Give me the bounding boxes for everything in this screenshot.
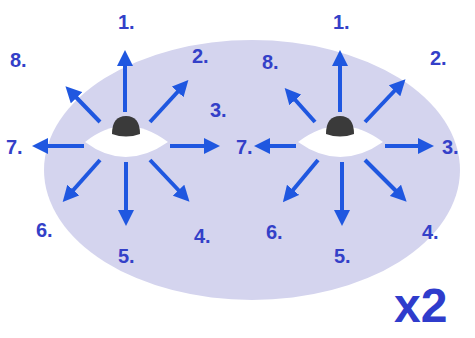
callout-number: 7. xyxy=(6,137,23,157)
callout-number: 8. xyxy=(10,50,27,70)
callout-number: 1. xyxy=(333,12,350,32)
callout-number: 1. xyxy=(118,12,135,32)
callout-number: 6. xyxy=(36,220,53,240)
face-outline xyxy=(44,40,460,300)
multiplier-label: x2 xyxy=(394,282,447,330)
callout-number: 6. xyxy=(266,222,283,242)
callout-number: 2. xyxy=(430,48,447,68)
callout-number: 8. xyxy=(262,52,279,72)
callout-number: 5. xyxy=(334,246,351,266)
callout-number: 3. xyxy=(210,100,227,120)
callout-number: 7. xyxy=(236,137,253,157)
direction-arrows xyxy=(40,58,426,218)
right-pupil xyxy=(326,116,354,137)
callout-number: 4. xyxy=(194,226,211,246)
callout-number: 3. xyxy=(442,137,459,157)
left-pupil xyxy=(112,116,140,137)
callout-number: 4. xyxy=(422,222,439,242)
callout-number: 5. xyxy=(118,246,135,266)
callout-number: 2. xyxy=(192,46,209,66)
